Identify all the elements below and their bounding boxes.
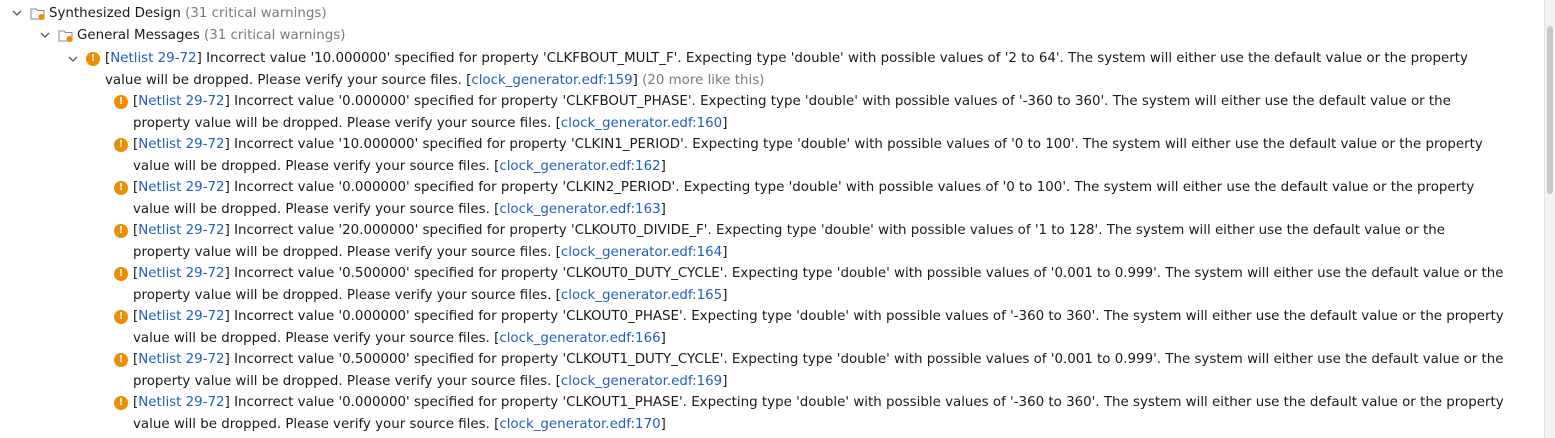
source-file-link[interactable]: clock_generator.edf:170 [499, 416, 661, 432]
netlist-tag-link[interactable]: Netlist 29-72 [138, 266, 225, 281]
message-text: Incorrect value '0.000000' specified for… [229, 395, 1504, 410]
message-text-cont: value will be dropped. Please verify you… [133, 201, 495, 217]
critical-warning-icon: ! [114, 95, 128, 109]
critical-warning-count: (31 critical warnings) [185, 6, 327, 21]
critical-warning-icon: ! [114, 396, 128, 410]
source-file-link[interactable]: clock_generator.edf:160 [560, 115, 723, 131]
netlist-tag-link[interactable]: Netlist 29-72 [138, 309, 225, 324]
chevron-down-icon[interactable] [67, 53, 79, 65]
netlist-tag-link[interactable]: Netlist 29-72 [138, 352, 225, 367]
tree-node-label: General Messages [77, 28, 200, 43]
source-file-link[interactable]: clock_generator.edf:165 [560, 287, 723, 303]
netlist-tag-link[interactable]: Netlist 29-72 [110, 51, 197, 66]
message-text: Incorrect value '0.000000' specified for… [229, 94, 1451, 109]
folder-icon [30, 7, 46, 21]
netlist-tag-link[interactable]: Netlist 29-72 [138, 223, 225, 238]
critical-warning-icon: ! [114, 181, 128, 195]
message-text: Incorrect value '10.000000' specified fo… [201, 51, 1468, 66]
netlist-tag-link[interactable]: Netlist 29-72 [138, 395, 225, 410]
scrollbar-thumb[interactable] [1547, 26, 1553, 194]
message-text-cont: value will be dropped. Please verify you… [133, 330, 495, 346]
source-file-link[interactable]: clock_generator.edf:166 [499, 330, 661, 346]
message-text-cont: property value will be dropped. Please v… [133, 373, 556, 389]
source-file-link[interactable]: clock_generator.edf:162 [499, 158, 661, 174]
tree-node-label: Synthesized Design [49, 6, 181, 21]
source-file-link[interactable]: clock_generator.edf:159 [471, 72, 633, 88]
message-text: Incorrect value '0.500000' specified for… [229, 352, 1504, 367]
source-file-link[interactable]: clock_generator.edf:164 [560, 244, 723, 260]
message-text: Incorrect value '20.000000' specified fo… [229, 223, 1445, 238]
message-text-cont: value will be dropped. Please verify you… [133, 416, 495, 432]
netlist-tag-link[interactable]: Netlist 29-72 [138, 137, 225, 152]
netlist-tag-link[interactable]: Netlist 29-72 [138, 94, 225, 109]
critical-warning-icon: ! [86, 52, 100, 66]
netlist-tag-link[interactable]: Netlist 29-72 [138, 180, 225, 195]
critical-warning-icon: ! [114, 310, 128, 324]
message-text: Incorrect value '0.000000' specified for… [229, 309, 1504, 324]
critical-warning-icon: ! [114, 267, 128, 281]
critical-warning-count: (31 critical warnings) [203, 28, 346, 43]
message-text-cont: property value will be dropped. Please v… [133, 115, 556, 131]
vertical-scrollbar[interactable] [1544, 0, 1555, 438]
source-file-link[interactable]: clock_generator.edf:169 [560, 373, 723, 389]
more-like-this[interactable]: (20 more like this) [637, 72, 765, 88]
chevron-down-icon[interactable] [11, 7, 23, 19]
chevron-down-icon[interactable] [39, 29, 51, 41]
critical-warning-icon: ! [114, 353, 128, 367]
critical-warning-icon: ! [114, 224, 128, 238]
message-text-cont: value will be dropped. Please verify you… [133, 158, 495, 174]
message-text: Incorrect value '10.000000' specified fo… [229, 137, 1483, 152]
source-file-link[interactable]: clock_generator.edf:163 [499, 201, 661, 217]
message-text-cont: property value will be dropped. Please v… [133, 244, 556, 260]
message-text-cont: value will be dropped. Please verify you… [105, 72, 467, 88]
message-text: Incorrect value '0.500000' specified for… [229, 266, 1504, 281]
message-text: Incorrect value '0.000000' specified for… [229, 180, 1475, 195]
critical-warning-icon: ! [114, 138, 128, 152]
folder-icon [58, 29, 74, 43]
message-text-cont: property value will be dropped. Please v… [133, 287, 556, 303]
